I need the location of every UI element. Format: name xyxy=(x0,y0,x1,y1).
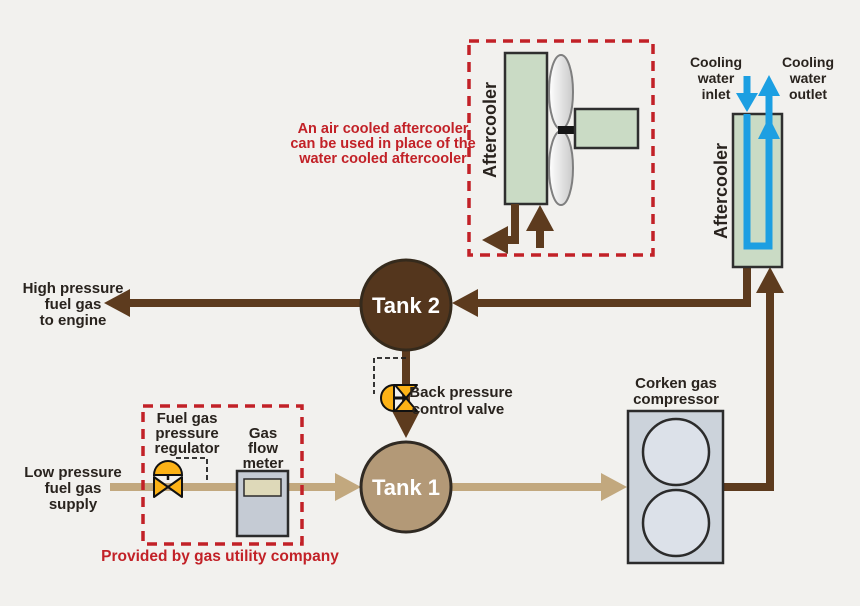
tank1-supply-arrowhead-icon xyxy=(335,473,361,501)
tank-1-label: Tank 1 xyxy=(372,475,440,500)
aftercooler-to-tank2-pipe xyxy=(474,266,751,307)
cooling-outlet-label-line1: Cooling xyxy=(782,54,834,70)
compressor-inlet-arrowhead-icon xyxy=(601,473,627,501)
bpv-sensing-line xyxy=(373,357,406,394)
compressor-label-line1: Corken gas xyxy=(635,375,717,392)
hp-label-line3: to engine xyxy=(40,312,107,329)
cooling-inlet-label-line3: inlet xyxy=(702,86,731,102)
hp-arrowhead-left-icon xyxy=(104,289,130,317)
lp-label: Low pressure fuel gas supply xyxy=(24,464,122,513)
cooling-inlet-arrowhead-icon xyxy=(736,93,758,112)
tank2-inlet-arrowhead-icon xyxy=(452,289,478,317)
water-aftercooler-label: Aftercooler xyxy=(711,143,731,239)
air-note-line1: An air cooled aftercooler xyxy=(298,121,469,137)
cooling-outlet-arrowhead-icon xyxy=(758,75,780,96)
tank-2-label: Tank 2 xyxy=(372,293,440,318)
regulator-body-left-icon xyxy=(153,476,169,498)
air-aftercooler-body xyxy=(503,51,549,206)
lp-label-line3: supply xyxy=(49,496,98,513)
hp-label-line1: High pressure xyxy=(23,280,124,297)
fan-motor xyxy=(573,107,640,150)
regulator-label-line2: pressure xyxy=(155,425,218,442)
utility-dashed-box xyxy=(141,404,304,546)
bpv-label-line1: Back pressure xyxy=(409,384,512,401)
tank-2: Tank 2 xyxy=(359,258,453,352)
fan-blade-top-icon xyxy=(548,54,574,130)
hp-label-line2: fuel gas xyxy=(45,296,102,313)
cooling-outlet-label-line2: water xyxy=(789,70,827,86)
compressor-cylinder-top-icon xyxy=(641,417,711,487)
compressor-discharge-pipe xyxy=(722,284,774,491)
water-aftercooler-body xyxy=(731,112,784,269)
cooling-inlet-label-line1: Cooling xyxy=(690,54,742,70)
regulator-dome-icon xyxy=(152,460,184,476)
air-cooler-inlet-arrowhead-icon xyxy=(526,205,554,231)
utility-section: Fuel gas pressure regulator Gas flow met… xyxy=(101,404,339,565)
gas-flow-meter-display xyxy=(243,478,282,497)
cooling-tube-arrowhead-icon xyxy=(758,117,780,139)
piping xyxy=(104,266,784,501)
meter-label-line3: meter xyxy=(243,455,284,472)
bpv-body-bottom-icon xyxy=(394,397,418,412)
bpv-actuator-icon xyxy=(380,383,395,413)
air-cooled-alternative: Aftercooler xyxy=(467,39,655,257)
fan-shaft-icon xyxy=(558,126,577,134)
air-cooled-note: An air cooled aftercooler can be used in… xyxy=(290,121,475,167)
tank-1: Tank 1 xyxy=(359,440,453,534)
compressor-label-line2: compressor xyxy=(633,391,719,408)
utility-note: Provided by gas utility company xyxy=(101,548,339,565)
regulator-label-line1: Fuel gas xyxy=(157,410,218,427)
air-cooler-outlet-pipe xyxy=(506,204,519,244)
air-note-line2: can be used in place of the xyxy=(290,136,475,152)
lp-label-line1: Low pressure xyxy=(24,464,122,481)
water-aftercooler: Aftercooler Cooling water inlet Cooling … xyxy=(690,54,834,269)
meter-label-line2: flow xyxy=(248,440,278,457)
air-note-line3: water cooled aftercooler xyxy=(298,151,467,167)
regulator-sensing-line xyxy=(176,457,208,482)
compressor-cylinder-bottom-icon xyxy=(641,488,711,558)
air-aftercooler-label: Aftercooler xyxy=(480,82,500,178)
air-cooler-outlet-arrowhead-icon xyxy=(482,226,508,254)
meter-label-line1: Gas xyxy=(249,425,277,442)
air-cooled-dashed-box xyxy=(467,39,655,257)
compressor: Corken gas compressor xyxy=(626,375,725,565)
regulator-label-line3: regulator xyxy=(154,440,219,457)
bpv-body-top-icon xyxy=(394,384,418,399)
fan-blade-bottom-icon xyxy=(548,130,574,206)
lp-label-line2: fuel gas xyxy=(45,480,102,497)
cooling-water-tube xyxy=(743,95,773,250)
aftercooler-inlet-arrowhead-icon xyxy=(756,267,784,293)
hp-label: High pressure fuel gas to engine xyxy=(23,280,124,329)
cooling-inlet-label-line2: water xyxy=(697,70,735,86)
regulator-body-right-icon xyxy=(167,476,183,498)
tank-2-vessel xyxy=(359,258,453,352)
back-pressure-control-valve: Back pressure control valve xyxy=(373,357,513,418)
bpv-label-line2: control valve xyxy=(412,401,505,418)
tank1-inlet-arrowhead-icon xyxy=(392,411,420,438)
cooling-outlet-label-line3: outlet xyxy=(789,86,827,102)
tank-1-vessel xyxy=(359,440,453,534)
